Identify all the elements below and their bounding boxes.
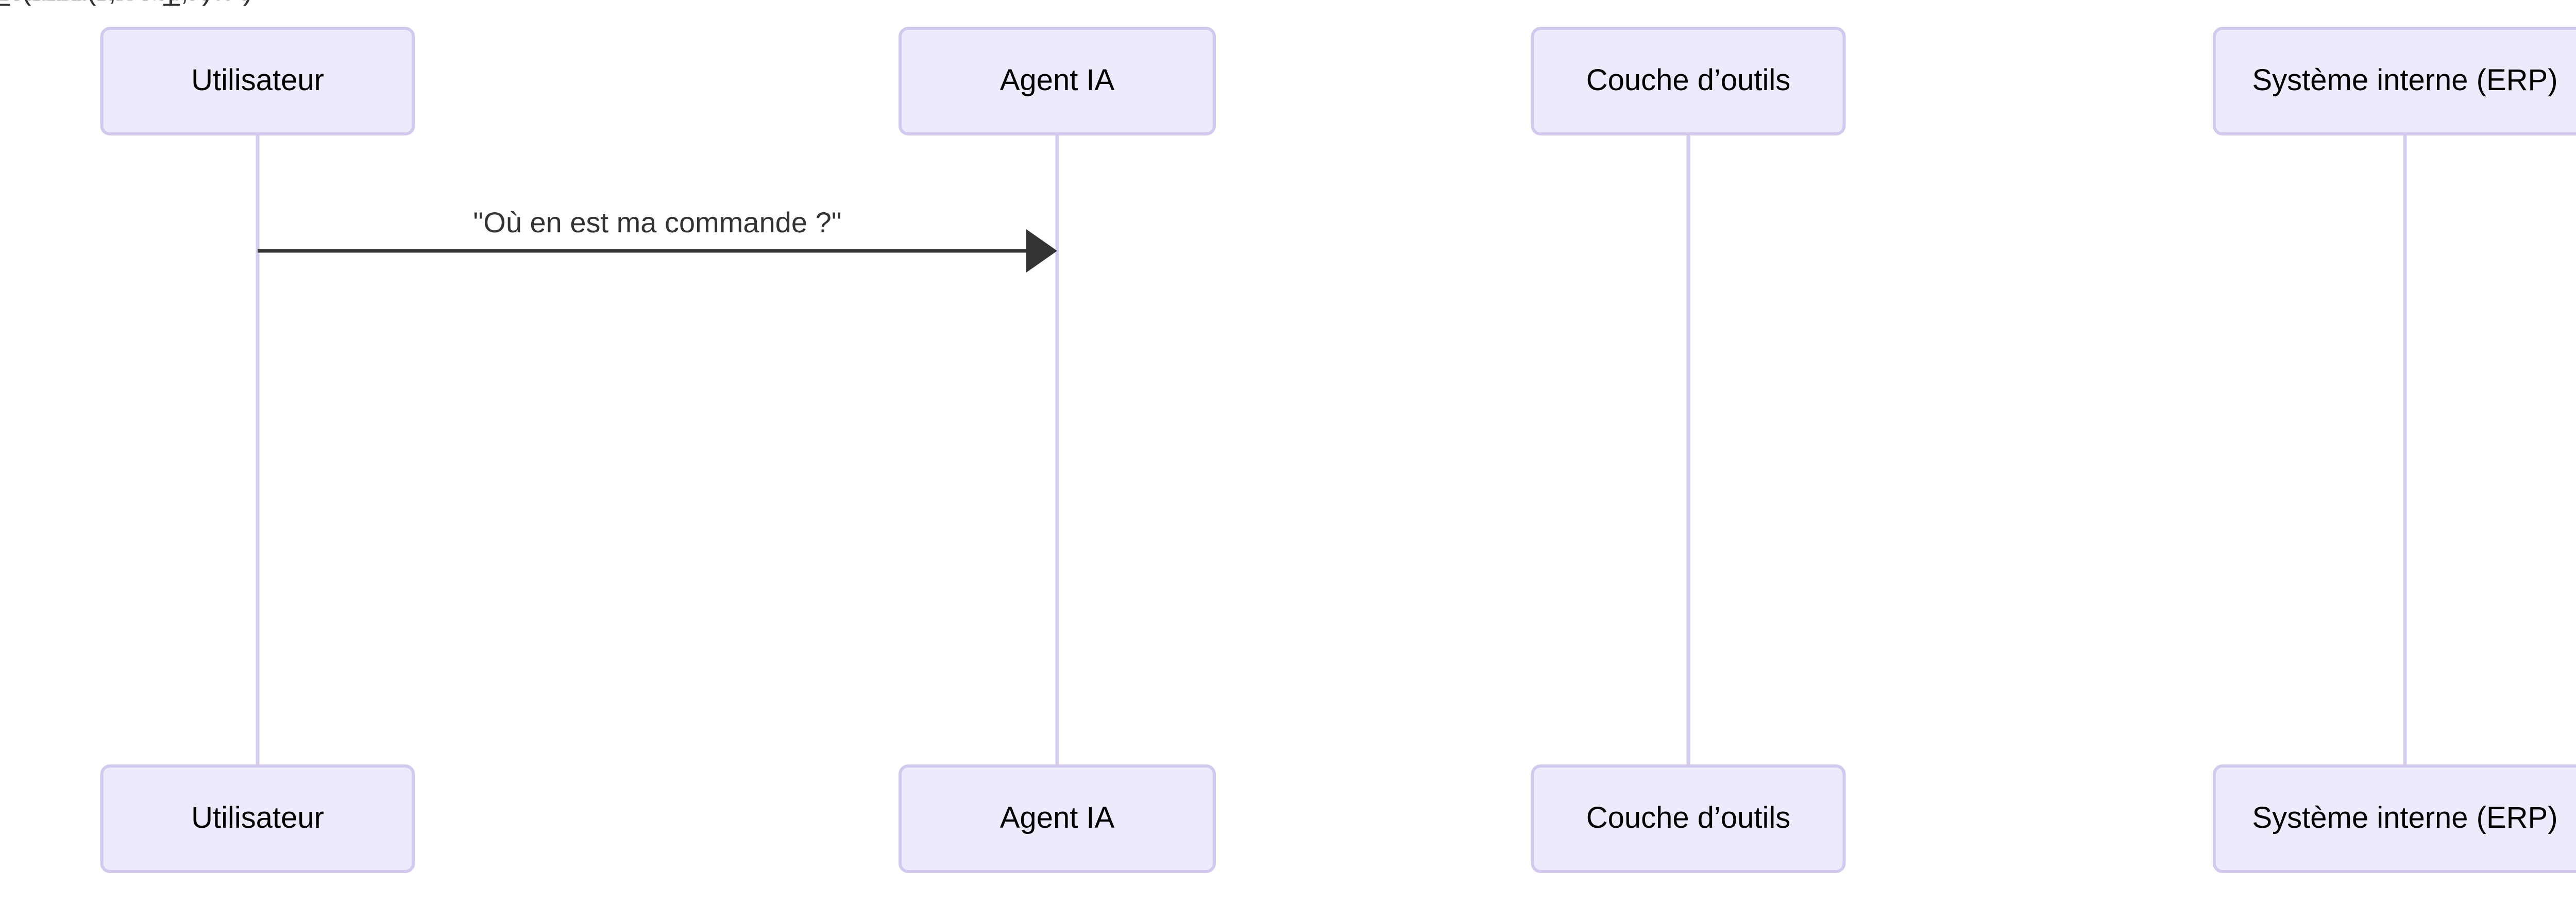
actor-box-rect [899,764,1216,873]
actor-box-rect [899,27,1216,135]
message-2[interactable]: Appel get_order_status(order_id) [0,0,212,6]
actor-box-bottom-utilisateur[interactable]: Utilisateur [100,764,415,873]
actor-label-top: Utilisateur [191,63,324,97]
actor-box-bottom-systeme-erp[interactable]: Système interne (ERP) [2213,764,2576,873]
actor-label-bottom: Système interne (ERP) [2252,801,2557,834]
message-1[interactable]: "Où en est ma commande ?" [258,206,1057,272]
actor-boxes-bottom: Utilisateur Agent IA Couche d’outils Sys… [100,764,2576,873]
message-5[interactable]: Réponse structurée [0,0,126,6]
actor-label-top: Couche d’outils [1586,63,1791,97]
actor-box-top-couche-outils[interactable]: Couche d’outils [1531,27,1846,135]
arrow-head-icon [1026,229,1057,272]
message-label: Requête statut commande [0,0,169,6]
message-3[interactable]: Requête statut commande [0,0,169,6]
message-4[interactable]: Données structurées (status, date, etc.) [0,0,252,6]
message-label: "Votre commande est en cours d’expéditio… [0,0,287,6]
message-6[interactable]: "Votre commande est en cours d’expéditio… [0,0,287,6]
actor-box-rect [2213,27,2576,135]
actor-box-rect [100,27,415,135]
actor-label-top: Agent IA [1000,63,1115,97]
actor-box-top-utilisateur[interactable]: Utilisateur [100,27,415,135]
message-label: "Où en est ma commande ?" [473,206,841,238]
actor-box-rect [100,764,415,873]
actor-label-bottom: Agent IA [1000,801,1115,834]
messages-group: "Où en est ma commande ?" Appel get_orde… [0,0,1057,272]
actor-box-top-agent-ia[interactable]: Agent IA [899,27,1216,135]
message-label: Données structurées (status, date, etc.) [0,0,252,6]
actor-label-bottom: Couche d’outils [1586,801,1791,834]
actor-box-bottom-agent-ia[interactable]: Agent IA [899,764,1216,873]
actor-box-rect [1531,27,1846,135]
lifelines-group [256,134,2407,766]
actor-label-bottom: Utilisateur [191,801,324,834]
message-label: Appel get_order_status(order_id) [0,0,212,6]
actor-box-rect [1531,764,1846,873]
actor-box-rect [2213,764,2576,873]
actor-box-top-systeme-erp[interactable]: Système interne (ERP) [2213,27,2576,135]
actor-box-bottom-couche-outils[interactable]: Couche d’outils [1531,764,1846,873]
actor-boxes-top: Utilisateur Agent IA Couche d’outils Sys… [100,27,2576,135]
actor-label-top: Système interne (ERP) [2252,63,2557,97]
message-label: Réponse structurée [0,0,126,6]
